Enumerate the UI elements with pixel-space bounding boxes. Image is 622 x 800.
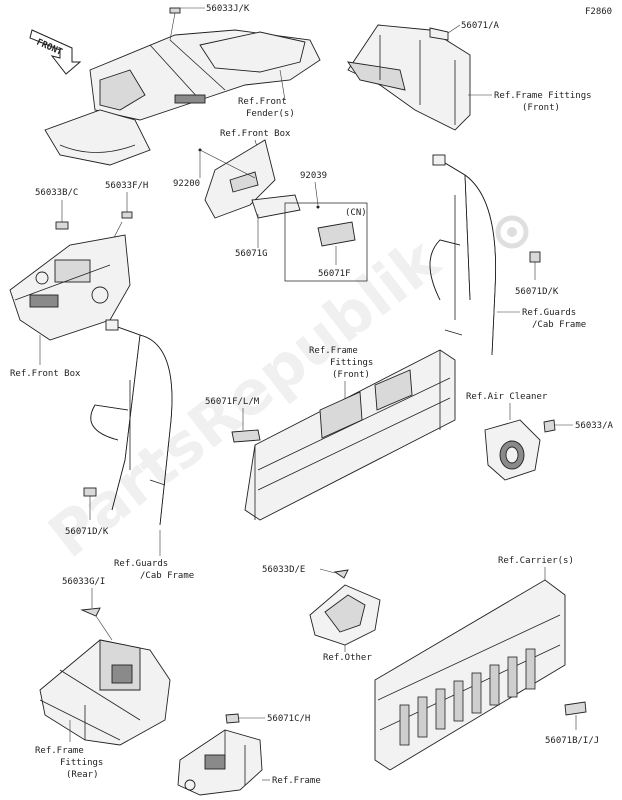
frame-fittings-rear [39,639,171,746]
label-ref-front-box-left: Ref.Front Box [10,369,81,379]
floor-mat-other [309,584,381,646]
label-ref-guards-right-2: /Cab Frame [532,320,586,330]
label-56033gi: 56033G/I [62,577,105,587]
label-56033jk: 56033J/K [206,4,250,14]
front-box-lid [204,139,301,219]
decal-56071dk-left [83,487,97,497]
decal-56071bij [564,701,587,716]
label-cn: (CN) [345,208,367,218]
label-ref-front-fender-1: Ref.Front [238,97,287,107]
label-ref-ff-mid-1: Ref.Frame [309,346,358,356]
frame-fittings-mid-panel [244,349,456,521]
label-56071flm: 56071F/L/M [205,397,260,407]
label-ref-guards-left-1: Ref.Guards [114,559,168,569]
decal-56033fh [121,211,133,219]
front-direction-badge: FRONT [29,29,82,75]
label-ref-ff-rear-2: Fittings [60,758,103,768]
decal-56071ch [225,713,240,724]
cn-decal [317,221,356,247]
cab-frame-guard-left [90,319,173,526]
cn-label-box [284,202,368,282]
label-ref-guards-left-2: /Cab Frame [140,571,194,581]
decal-56033a [543,419,556,433]
front-fender-assembly [44,7,321,166]
decal-56033de [333,569,349,579]
watermark-gear-icon [495,215,529,249]
label-ref-ff-front-2: (Front) [522,103,560,113]
label-56071a: 56071/A [461,21,500,31]
label-ref-guards-right-1: Ref.Guards [522,308,576,318]
label-92200: 92200 [173,179,200,189]
label-56033a: 56033/A [575,421,614,431]
label-ref-frame: Ref.Frame [272,776,321,786]
label-ref-ff-mid-3: (Front) [332,370,370,380]
label-56033bc: 56033B/C [35,188,78,198]
figure-code: F2860 [585,7,612,17]
decal-56033gi [80,607,101,617]
decal-56033bc [55,221,69,230]
cab-frame-guard-right [429,154,496,356]
label-56033de: 56033D/E [262,565,305,575]
label-56071bij: 56071B/I/J [545,736,599,746]
label-92039: 92039 [300,171,327,181]
frame-fittings-front-top [347,24,471,131]
label-ref-ff-front-1: Ref.Frame Fittings [494,91,592,101]
decal-56071dk-right [529,251,541,263]
label-56071ch: 56071C/H [267,714,310,724]
label-ref-ff-mid-2: Fittings [330,358,373,368]
label-56071f: 56071F [318,269,351,279]
label-ref-front-fender-2: Fender(s) [246,109,295,119]
carrier-tailgate [374,579,566,771]
label-ref-ff-rear-1: Ref.Frame [35,746,84,756]
label-56071dk-left: 56071D/K [65,527,109,537]
front-box-dash [9,234,131,341]
decal-56071flm [231,429,261,443]
label-ref-air-cleaner: Ref.Air Cleaner [466,392,548,402]
label-ref-ff-rear-3: (Rear) [66,770,99,780]
label-ref-front-box-top: Ref.Front Box [220,129,291,139]
air-cleaner [484,419,541,481]
label-56071dk-right: 56071D/K [515,287,559,297]
label-ref-carriers: Ref.Carrier(s) [498,556,574,566]
label-ref-other: Ref.Other [323,653,372,663]
label-56071g: 56071G [235,249,268,259]
frame-rear-section [177,729,263,796]
label-56033fh: 56033F/H [105,181,148,191]
